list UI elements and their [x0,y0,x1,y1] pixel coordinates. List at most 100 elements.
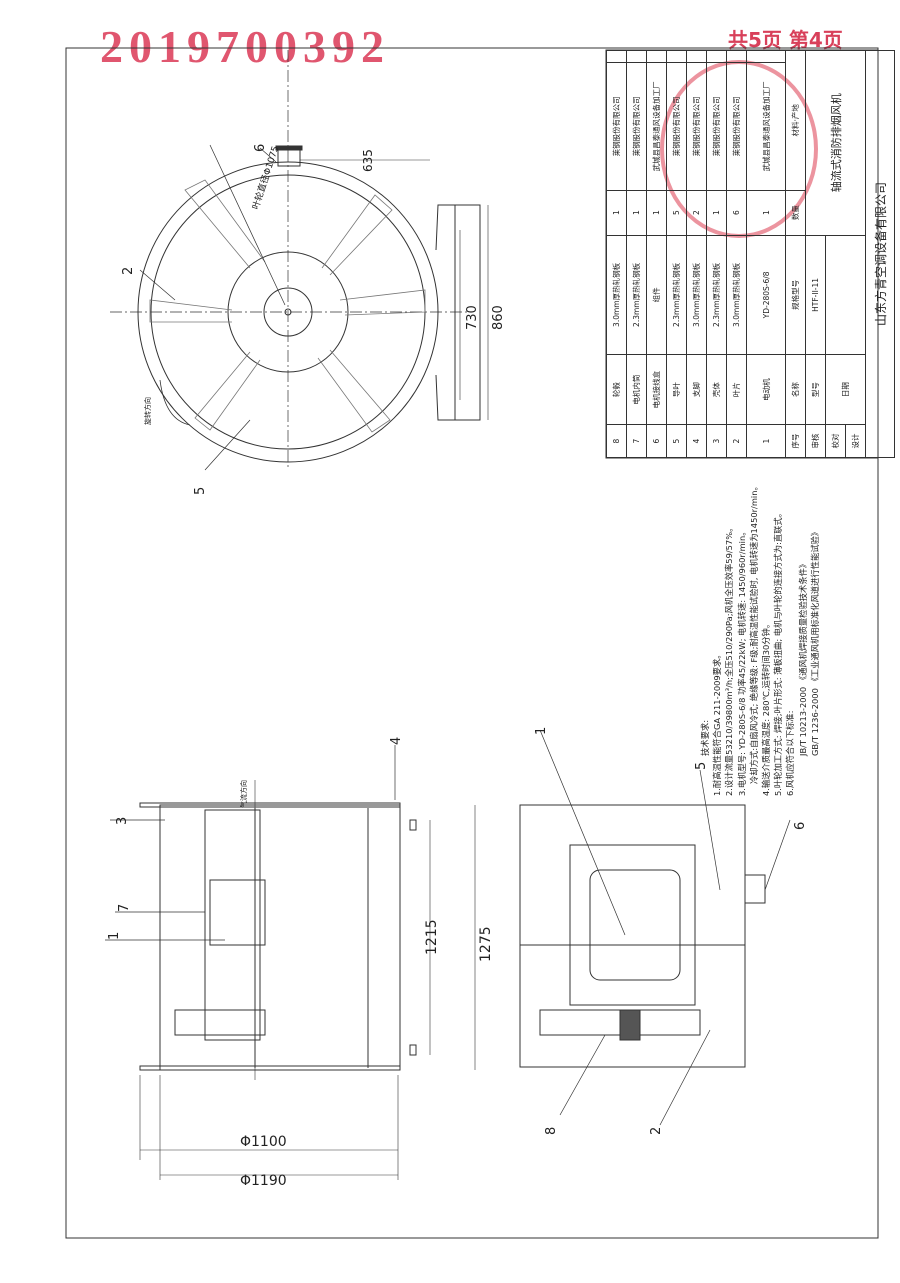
rotation-direction-label: 旋转方向 [143,397,152,425]
part-no: 3 [706,424,727,458]
part-qty: 1 [606,190,627,236]
blank-cell [706,50,727,63]
part-name: 电机接线盒 [646,354,667,425]
part-name: 壳体 [706,354,727,425]
part-no: 4 [686,424,707,458]
airflow-direction-label: 气流方向 [239,780,248,808]
company-name: 山东方青空调设备有限公司 [865,50,895,458]
part-name: 叶片 [726,354,747,425]
callout-5: 5 [193,487,208,495]
part-no: 6 [646,424,667,458]
note-line: 1.耐高温性能符合GA 211-2009要求。 [712,650,723,796]
blank-cell [686,50,707,63]
part-source: 莱钢股份有限公司 [606,62,627,191]
part-qty: 6 [726,190,747,236]
part-source: 莱钢股份有限公司 [626,62,647,191]
part-spec: 2.3mm厚热轧钢板 [666,235,687,355]
callout-3: 3 [115,817,130,825]
notes-title: 技术要求: [700,720,710,756]
dim-1275: 1275 [478,926,494,962]
header-spec: 规格型号 [785,235,806,355]
dim-phi1190: Φ1190 [240,1173,287,1189]
junction-box [277,149,301,167]
check-label: 校对 [825,424,846,458]
part-qty: 5 [666,190,687,236]
motor [589,869,681,981]
document-number-stamp: 2019700392 [100,21,390,72]
header-qty: 数量 [785,190,806,236]
blank-cell [746,50,786,63]
note-line: 冷却方式:自扇风冷式; 绝缘等级: F级;耐高温性能试验时, 电机转速为1450… [748,482,759,784]
impeller-diameter-label: 叶轮直径Φ1075 [249,144,281,210]
part-no: 5 [666,424,687,458]
parts-header-row: 序号 名称 规格型号 数量 材料·产地 [785,50,806,458]
date-label: 日期 [825,354,866,425]
technical-notes: 技术要求: 1.耐高温性能符合GA 211-2009要求。2.设计流量53210… [699,466,827,796]
note-line: JB/T 10213-2000 《通风机焊接质量检验技术条件》 [797,559,808,756]
callout-4: 4 [389,737,404,745]
part-qty: 1 [746,190,786,236]
part-spec: 组件 [646,235,667,355]
callout-6: 6 [793,822,808,830]
part-spec: 3.0mm厚热轧钢板 [606,235,627,355]
side-view-left [105,745,476,1180]
dim-phi1100: Φ1100 [240,1134,287,1150]
company-seal [660,60,818,238]
date-value [825,235,866,355]
part-name: 电机内筒 [626,354,647,425]
part-name: 轮毂 [606,354,627,425]
dim-860: 860 [491,305,506,330]
header-source: 材料·产地 [785,50,806,191]
dim-635: 635 [361,149,375,172]
callout-6: 6 [253,144,268,152]
part-source: 莱钢股份有限公司 [726,62,747,191]
callout-1: 1 [534,727,549,735]
part-qty: 1 [626,190,647,236]
part-source: 武城县昌泰通风设备加工厂 [646,62,667,191]
product-name: 轴流式消防排烟风机 [805,50,866,236]
part-source: 莱钢股份有限公司 [686,62,707,191]
callout-7: 7 [117,904,132,912]
model-label: 型号 [805,354,826,425]
model-value: HTF-II-11 [805,235,826,355]
part-spec: 3.0mm厚热轧钢板 [686,235,707,355]
part-source: 武城县昌泰通风设备加工厂 [746,62,786,191]
part-name: 电动机 [746,354,786,425]
callout-2: 2 [121,267,136,275]
part-source: 莱钢股份有限公司 [666,62,687,191]
note-line: 4.输送介质最高温度: 280℃,运转时间30分钟。 [761,619,772,796]
dim-730: 730 [465,305,480,330]
part-spec: YD-280S-6/8 [746,235,786,355]
note-line: 6.风机应符合以下标准: [785,710,796,796]
part-no: 2 [726,424,747,458]
review-label: 审核 [805,424,826,458]
blank-cell [666,50,687,63]
callout-2: 2 [649,1127,664,1135]
support-foot [435,204,481,421]
design-label: 设计 [845,424,866,458]
note-line: 5.叶轮加工方式: 焊接;叶片形式: 薄板扭曲; 电机与叶轮的连接方式为:直联式… [773,508,784,796]
part-no: 1 [746,424,786,458]
blank-cell [606,50,627,63]
note-line: 3.电机型号: YD-280S-6/8 功率45/22kW; 电机转速: 145… [736,527,747,796]
blank-cell [726,50,747,63]
blades [149,179,426,433]
blank-cell [626,50,647,63]
part-spec: 3.0mm厚热轧钢板 [726,235,747,355]
callout-5: 5 [694,762,709,770]
junction-box [744,874,766,904]
callout-8: 8 [544,1127,559,1135]
note-line: 2.设计流量53210/39800m³/h;全压510/290Pa;风机全压效率… [724,523,735,796]
part-qty: 2 [686,190,707,236]
part-name: 导叶 [666,354,687,425]
part-no: 7 [626,424,647,458]
